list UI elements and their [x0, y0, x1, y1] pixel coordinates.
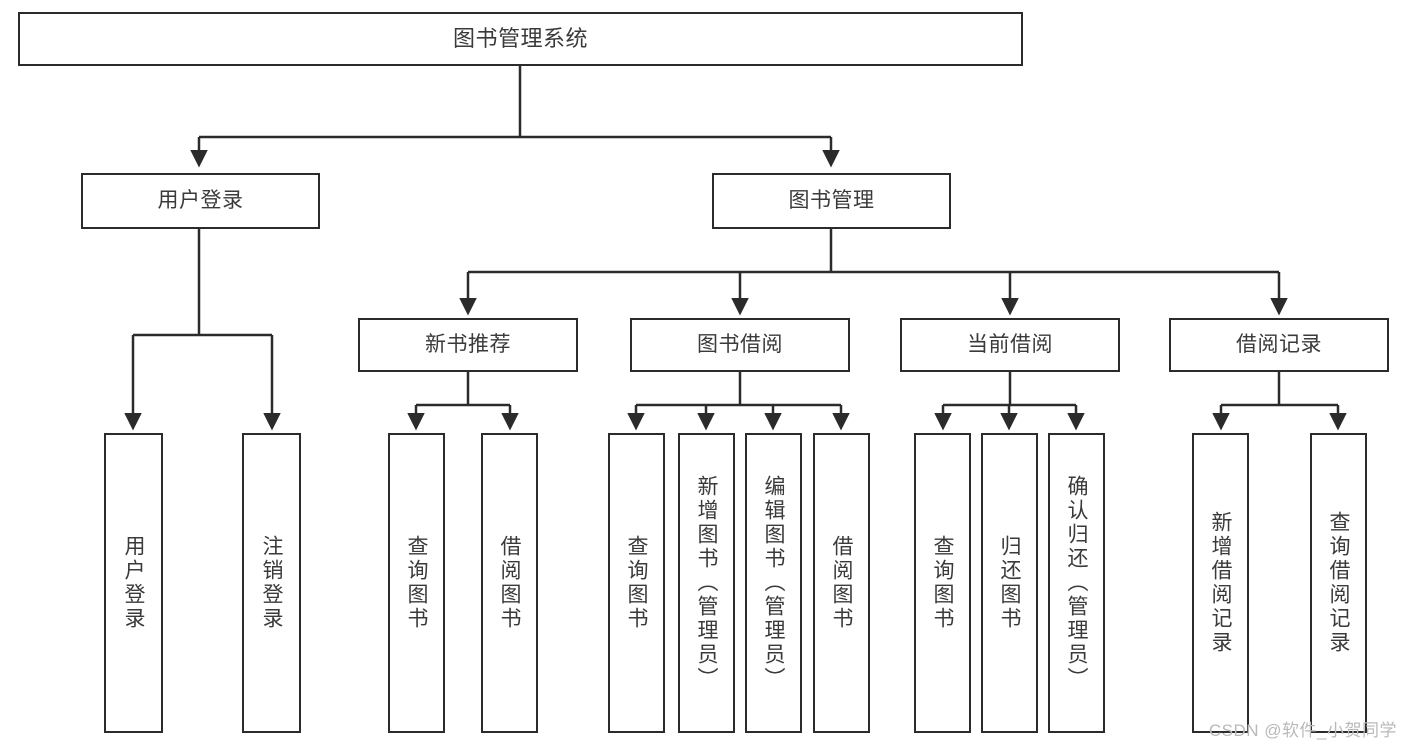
node-label: 确认归还（管理员） — [1065, 475, 1088, 691]
node-label: 借阅图书 — [498, 535, 521, 631]
node-user-login[interactable]: 用户登录 — [81, 173, 320, 229]
leaf-add-borrow-record[interactable]: 新增借阅记录 — [1192, 433, 1249, 733]
node-label: 用户登录 — [122, 535, 145, 631]
node-label: 编辑图书（管理员） — [762, 475, 785, 691]
node-label: 查询借阅记录 — [1327, 511, 1350, 655]
node-label: 注销登录 — [260, 535, 283, 631]
node-label: 新增借阅记录 — [1209, 511, 1232, 655]
node-label: 借阅记录 — [1236, 332, 1322, 356]
watermark: CSDN @软件_小贺同学 — [1208, 721, 1397, 740]
node-current-borrow[interactable]: 当前借阅 — [900, 318, 1120, 372]
node-borrow-record[interactable]: 借阅记录 — [1169, 318, 1389, 372]
leaf-query-borrow-record[interactable]: 查询借阅记录 — [1310, 433, 1367, 733]
node-root-system[interactable]: 图书管理系统 — [18, 12, 1023, 66]
node-label: 查询图书 — [405, 535, 428, 631]
node-book-management[interactable]: 图书管理 — [712, 173, 951, 229]
node-label: 当前借阅 — [967, 332, 1053, 356]
node-new-book-recommend[interactable]: 新书推荐 — [358, 318, 578, 372]
leaf-confirm-return-admin[interactable]: 确认归还（管理员） — [1048, 433, 1105, 733]
leaf-borrow-book[interactable]: 借阅图书 — [813, 433, 870, 733]
leaf-query-book[interactable]: 查询图书 — [608, 433, 665, 733]
leaf-return-book[interactable]: 归还图书 — [981, 433, 1038, 733]
node-label: 图书管理 — [788, 188, 875, 212]
leaf-borrow-book-recommend[interactable]: 借阅图书 — [481, 433, 538, 733]
node-label: 图书管理系统 — [452, 26, 588, 52]
node-label: 借阅图书 — [830, 535, 853, 631]
leaf-query-book-current[interactable]: 查询图书 — [914, 433, 971, 733]
leaf-user-logout[interactable]: 注销登录 — [242, 433, 301, 733]
leaf-query-book-recommend[interactable]: 查询图书 — [388, 433, 445, 733]
node-label: 归还图书 — [998, 535, 1021, 631]
node-book-borrow[interactable]: 图书借阅 — [630, 318, 850, 372]
leaf-edit-book-admin[interactable]: 编辑图书（管理员） — [745, 433, 802, 733]
node-label: 查询图书 — [625, 535, 648, 631]
node-label: 查询图书 — [931, 535, 954, 631]
node-label: 新增图书（管理员） — [695, 475, 718, 691]
leaf-add-book-admin[interactable]: 新增图书（管理员） — [678, 433, 735, 733]
node-label: 新书推荐 — [425, 332, 511, 356]
node-label: 用户登录 — [157, 188, 244, 212]
node-label: 图书借阅 — [697, 332, 783, 356]
leaf-user-login[interactable]: 用户登录 — [104, 433, 163, 733]
